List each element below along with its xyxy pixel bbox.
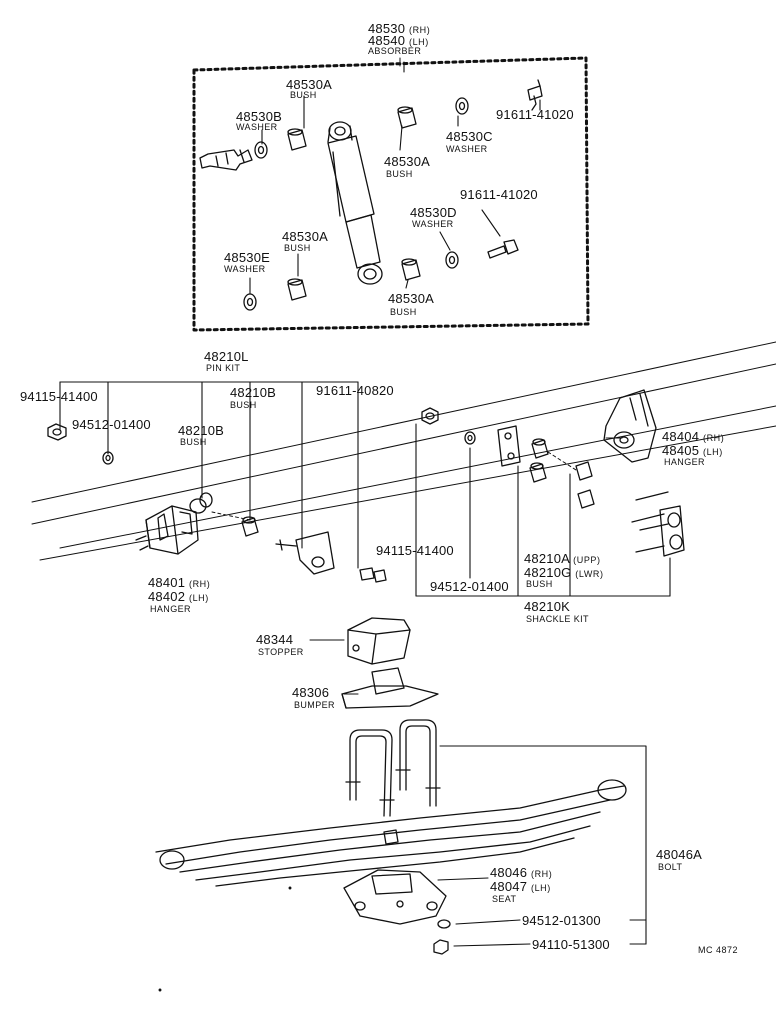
- bush-bottom-name: BUSH: [390, 307, 417, 317]
- shackle-pins: [631, 491, 685, 557]
- bolt-91611-40820: [359, 567, 387, 583]
- lock-washer-94512-01400-rear: [464, 431, 476, 445]
- bush-48210b-front: [199, 492, 213, 508]
- stopper-name: STOPPER: [258, 647, 304, 657]
- hanger-front-lh: 48402 (LH): [148, 589, 209, 604]
- seat-part-lh: 48047 (LH): [490, 879, 551, 894]
- absorber-part-lh: 48540 (LH): [368, 33, 429, 48]
- bumper-part: 48306: [292, 685, 330, 700]
- bush-b1-part: 48210B: [178, 423, 225, 438]
- front-lock-washer-part: 94512-01400: [72, 417, 151, 432]
- washer-d-part: 48530D: [410, 205, 457, 220]
- figure-reference: MC 4872: [698, 945, 739, 955]
- pin-kit-leader: [59, 381, 359, 569]
- rear-bush-name: BUSH: [526, 579, 553, 589]
- washer-c-part: 48530C: [446, 129, 493, 144]
- hanger-front-rh: 48401 (RH): [148, 575, 211, 590]
- ubolt-leader: [439, 745, 647, 945]
- spring-washer-part: 94512-01300: [522, 913, 601, 928]
- hanger-front-name: HANGER: [150, 604, 191, 614]
- washer-e-name: WASHER: [224, 264, 266, 274]
- ubolt-name: BOLT: [658, 862, 683, 872]
- seat-part-rh: 48046 (RH): [490, 865, 553, 880]
- pin-plate: [275, 531, 335, 575]
- rear-lock-washer-part: 94512-01400: [430, 579, 509, 594]
- hanger-rear-rh: 48404 (RH): [662, 429, 725, 444]
- bumper-48306: [341, 667, 439, 709]
- pin-kit-part: 48210L: [204, 349, 249, 364]
- leaf-spring: [155, 779, 627, 887]
- washer-b-part: 48530B: [236, 109, 283, 124]
- shackle-kit-part: 48210K: [524, 599, 571, 614]
- bush-mid-name: BUSH: [386, 169, 413, 179]
- front-nut-part: 94115-41400: [20, 389, 98, 404]
- stopper-48344: [347, 617, 411, 665]
- bush-48530a-top: [287, 128, 307, 151]
- bolt-91611-41020-top: [527, 79, 543, 111]
- bush-left-part: 48530A: [282, 229, 329, 244]
- bush-48530a-left: [287, 278, 307, 301]
- bush-bottom-part: 48530A: [388, 291, 435, 306]
- shackle-plate: [497, 425, 521, 467]
- shackle-bush-right-2: [577, 489, 595, 509]
- bolt-lower-part: 91611-41020: [460, 187, 538, 202]
- hanger-rear-name: HANGER: [664, 457, 705, 467]
- washer-b-48530b: [254, 141, 268, 159]
- bolt-top-part: 91611-41020: [496, 107, 574, 122]
- washer-d-name: WASHER: [412, 219, 454, 229]
- shackle-kit-name: SHACKLE KIT: [526, 614, 589, 624]
- hanger-48401-48402: [135, 498, 207, 555]
- absorber-group-frame: [192, 56, 590, 332]
- bush-48210b-second: [241, 516, 259, 537]
- bush-left-name: BUSH: [284, 243, 311, 253]
- nut-94115-41400-rear: [421, 407, 439, 425]
- shackle-kit-leader: [415, 423, 671, 597]
- bush-lwr-part: 48210G (LWR): [524, 565, 604, 580]
- leader-lines: [249, 61, 623, 947]
- stopper-part: 48344: [256, 632, 294, 647]
- absorber-part-rh: 48530 (RH): [368, 21, 431, 36]
- washer-e-part: 48530E: [224, 250, 271, 265]
- bush-upp-part: 48210A (UPP): [524, 551, 601, 566]
- bush-top-part: 48530A: [286, 77, 333, 92]
- bush-mid-part: 48530A: [384, 154, 431, 169]
- bush-48530a-mid: [397, 106, 417, 129]
- shock-absorber: [327, 121, 383, 285]
- spring-nut-part: 94110-51300: [532, 937, 610, 952]
- hanger-48404-48405: [603, 389, 657, 463]
- bush-b2-part: 48210B: [230, 385, 277, 400]
- seat-name: SEAT: [492, 894, 517, 904]
- spring-seat-48046: [343, 869, 447, 925]
- washer-c-48530c: [455, 97, 469, 115]
- bush-48210a-upp: [531, 438, 549, 459]
- washer-c-name: WASHER: [446, 144, 488, 154]
- front-bolt-part: 91611-40820: [316, 383, 394, 398]
- nut-94115-41400-front: [47, 423, 67, 441]
- pin-kit-name: PIN KIT: [206, 363, 241, 373]
- absorber-stud: [199, 149, 253, 171]
- hanger-rear-lh: 48405 (LH): [662, 443, 723, 458]
- u-bolts: [345, 719, 441, 817]
- bush-b1-name: BUSH: [180, 437, 207, 447]
- lock-washer-94512-01400-front: [102, 451, 114, 465]
- bush-b2-name: BUSH: [230, 400, 257, 410]
- washer-d-48530d: [445, 251, 459, 269]
- bush-48210g-lwr: [529, 462, 547, 483]
- rear-nut-part: 94115-41400: [376, 543, 454, 558]
- absorber-name: ABSORBER: [368, 46, 422, 56]
- washer-b-name: WASHER: [236, 122, 278, 132]
- bush-48530a-bottom: [401, 258, 421, 281]
- ubolt-part: 48046A: [656, 847, 703, 862]
- frame-rail: [31, 341, 776, 561]
- nut-94110-51300: [433, 939, 449, 955]
- shackle-bush-right-1: [575, 461, 593, 481]
- bush-top-name: BUSH: [290, 90, 317, 100]
- bolt-91611-41020-lower: [487, 239, 519, 259]
- washer-94512-01300: [437, 919, 451, 929]
- bumper-name: BUMPER: [294, 700, 335, 710]
